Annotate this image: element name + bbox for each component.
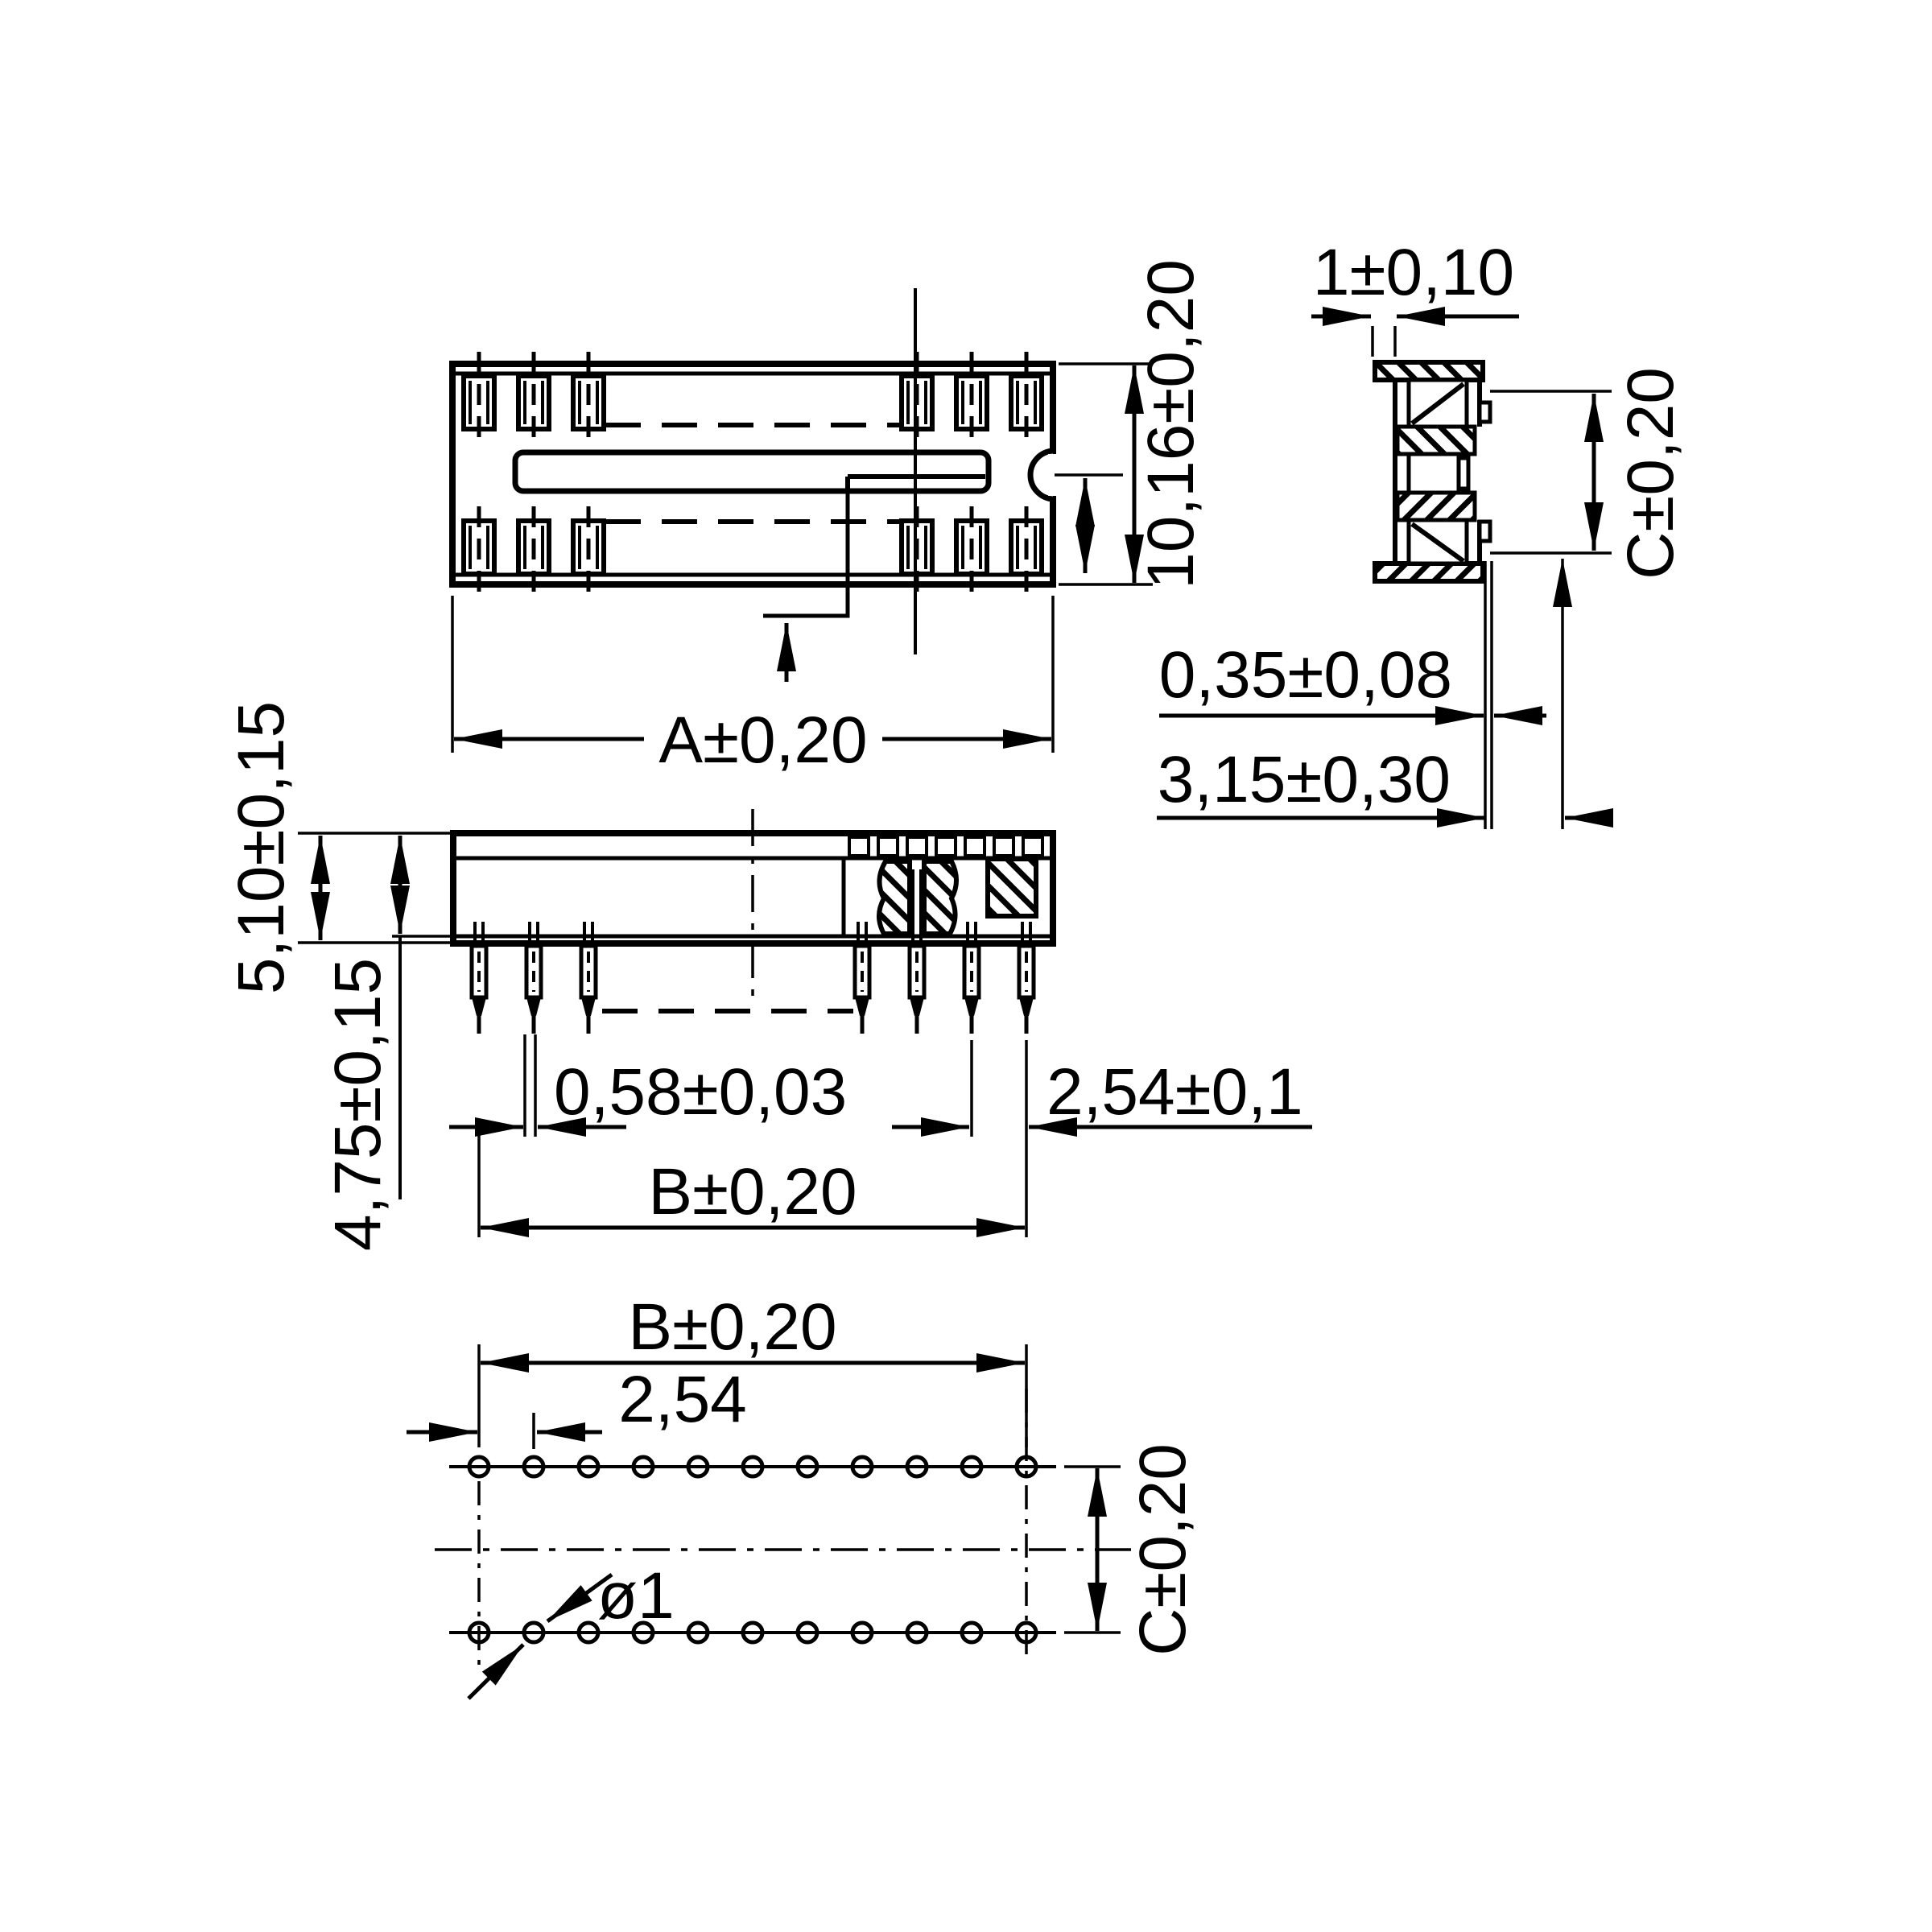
dim-label-0-35: 0,35±0,08 bbox=[1159, 638, 1452, 712]
dim-label-3-15: 3,15±0,30 bbox=[1158, 743, 1451, 816]
side-view bbox=[450, 809, 1056, 1034]
dim-label-c-holes: C±0,20 bbox=[1126, 1443, 1199, 1656]
dim-label-0-58: 0,58±0,03 bbox=[554, 1055, 847, 1129]
holes-top-row bbox=[467, 1455, 1038, 1479]
hole-pattern-view bbox=[435, 1389, 1131, 1668]
top-view-dimensions: A±0,20 10,16±0,20 bbox=[451, 259, 1208, 777]
dim-label-c-end: C±0,20 bbox=[1614, 367, 1687, 580]
dim-label-10-16: 10,16±0,20 bbox=[1134, 259, 1208, 589]
end-view-bottom-flange bbox=[1373, 561, 1485, 584]
side-view-dimensions: 5,10±0,15 4,75±0,15 0,58±0,03 2,54±0,1 B… bbox=[225, 701, 1312, 1251]
end-view-dimensions: 1±0,10 C±0,20 0,35±0,08 3,15±0,30 bbox=[1157, 236, 1687, 829]
dim-label-b-side: B±0,20 bbox=[648, 1155, 857, 1228]
dim-label-4-75: 4,75±0,15 bbox=[321, 958, 394, 1251]
dim-label-2-54-pitch: 2,54±0,1 bbox=[1046, 1055, 1303, 1129]
contact-tab-lower bbox=[1477, 519, 1492, 543]
top-view bbox=[449, 288, 1059, 682]
dim-label-a: A±0,20 bbox=[658, 704, 867, 777]
hole-pattern-dimensions: B±0,20 2,54 ø1 C±0,20 bbox=[407, 1290, 1199, 1700]
dim-label-5-10: 5,10±0,15 bbox=[225, 701, 298, 994]
dim-label-2-54-holes: 2,54 bbox=[618, 1363, 747, 1436]
polarization-notch bbox=[1027, 448, 1054, 502]
dim-label-hole-dia: ø1 bbox=[597, 1559, 675, 1633]
contact-tab-upper bbox=[1477, 400, 1492, 424]
pins bbox=[469, 869, 1036, 1034]
section-slot-row bbox=[841, 836, 1044, 936]
dim-label-b-holes: B±0,20 bbox=[628, 1290, 836, 1364]
section-hatch bbox=[877, 857, 1038, 936]
dim-label-1: 1±0,10 bbox=[1313, 236, 1514, 309]
end-view bbox=[1373, 360, 1492, 584]
slot-leader bbox=[763, 491, 850, 682]
end-view-top-flange bbox=[1373, 360, 1485, 382]
